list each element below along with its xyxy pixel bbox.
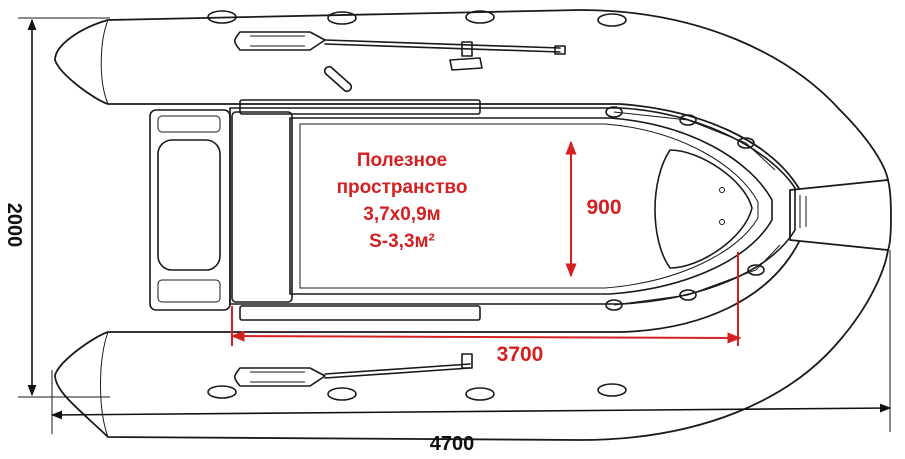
- overall-width-dimension: 2000: [3, 17, 110, 398]
- hull-tubes: [54, 9, 892, 441]
- oar-bottom: [233, 353, 473, 387]
- usable-area-line-1: Полезное: [357, 150, 447, 171]
- oar-top: [233, 31, 566, 71]
- transom: [149, 109, 231, 311]
- usable-area-caption: Полезное пространство 3,7х0,9м S-3,3м²: [337, 150, 468, 252]
- grab-handle: [323, 65, 353, 93]
- usable-length-label: 3700: [497, 343, 544, 366]
- usable-area-line-3: 3,7х0,9м: [363, 204, 440, 225]
- floor: [229, 99, 796, 321]
- d-rings: [207, 10, 781, 401]
- overall-length-dimension: 4700: [50, 250, 892, 455]
- usable-length-dimension: 3700: [230, 252, 742, 366]
- usable-area-line-2: пространство: [337, 177, 468, 198]
- usable-width-label: 900: [586, 196, 621, 219]
- overall-length-label: 4700: [430, 433, 475, 455]
- overall-width-label: 2000: [3, 203, 25, 248]
- usable-width-dimension: 900: [565, 140, 622, 278]
- usable-area-line-4: S-3,3м²: [369, 231, 435, 252]
